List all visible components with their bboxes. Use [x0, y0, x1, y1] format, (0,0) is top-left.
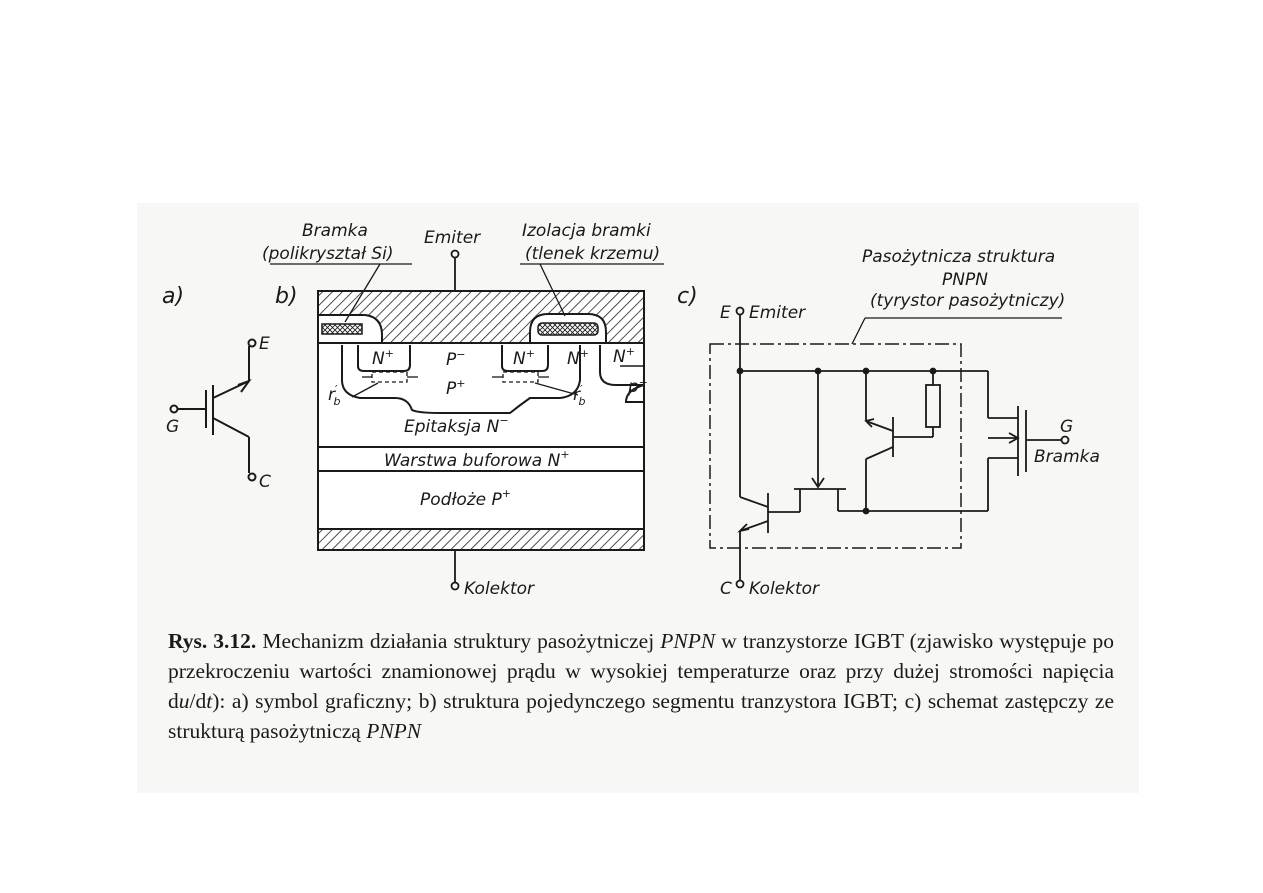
p-plus-right: p+ [627, 376, 648, 397]
igbt-structure [270, 249, 664, 591]
circuit-c-label: C [720, 579, 732, 599]
caption-text-2: w tranzystorze IGBT (zjawisko występuje … [168, 629, 1115, 713]
substrate-label: Podłoże P+ [420, 487, 511, 510]
parasitic-structure-label: Pasożytnicza struktura [862, 247, 1055, 267]
panel-label-b: b) [275, 284, 298, 309]
n-plus-left: N+ [372, 347, 394, 369]
circuit-emitter-label: Emiter [749, 303, 806, 323]
figure-caption: Rys. 3.12. Mechanizm działania struktury… [168, 626, 1114, 746]
epitaxy-label: Epitaksja N− [404, 414, 509, 437]
caption-text-3: ): a) symbol graficzny; b) struktura poj… [168, 689, 1114, 743]
equivalent-circuit [709, 306, 1070, 589]
circuit-e-label: E [720, 303, 731, 323]
caption-pnpn-2: PNPN [366, 719, 422, 743]
pnpn-label: PNPN [942, 270, 988, 290]
circuit-collector-label: Kolektor [749, 579, 820, 599]
gate-terminal [169, 404, 179, 414]
emitter-pad [450, 249, 460, 259]
circuit-gate-label: Bramka [1034, 447, 1100, 467]
caption-u: u [178, 689, 190, 713]
n-plus-right: N+ [613, 345, 635, 367]
gate-poly-right [537, 322, 599, 336]
panel-label-c: c) [677, 284, 698, 309]
symbol-c: C [259, 472, 271, 492]
emitter-terminal [247, 338, 257, 348]
figure-number: Rys. 3.12. [168, 629, 257, 653]
caption-slash-d: /d [189, 689, 207, 713]
emitter-label: Emiter [424, 228, 481, 248]
collector-metal [317, 528, 645, 551]
collector-terminal [247, 472, 257, 482]
gate-label: Bramka [302, 221, 368, 241]
igbt-symbol [169, 338, 257, 482]
gate-poly-left [321, 323, 363, 335]
symbol-e: E [259, 334, 270, 354]
p-plus-label: P+ [446, 377, 465, 399]
parasitic-resistor [925, 384, 941, 428]
p-minus-label: P− [446, 348, 465, 370]
parasitic-box [709, 343, 962, 549]
buffer-layer-label: Warstwa buforowa N+ [384, 448, 570, 471]
caption-text-1: Mechanizm działania struktury pasożytnic… [256, 629, 661, 653]
caption-pnpn-1: PNPN [660, 629, 716, 653]
caption-t: t [206, 689, 213, 713]
gate-oxide-label: (tlenek krzemu) [525, 244, 660, 264]
gate-material-label: (polikryształ Si) [262, 244, 393, 264]
rb-right-label: r′b [573, 383, 586, 408]
gate-isolation-label: Izolacja bramki [522, 221, 651, 241]
symbol-g: G [166, 417, 179, 437]
panel-label-a: a) [162, 284, 184, 309]
rb-left-label: r′b [328, 383, 341, 408]
n-plus-middle: N+ [513, 347, 535, 369]
parasitic-thyristor-label: (tyrystor pasożytniczy) [870, 291, 1065, 311]
collector-label: Kolektor [464, 579, 535, 599]
n-plus-edge: N+ [567, 347, 589, 369]
collector-pad [450, 581, 460, 591]
circuit-g-label: G [1060, 417, 1073, 437]
